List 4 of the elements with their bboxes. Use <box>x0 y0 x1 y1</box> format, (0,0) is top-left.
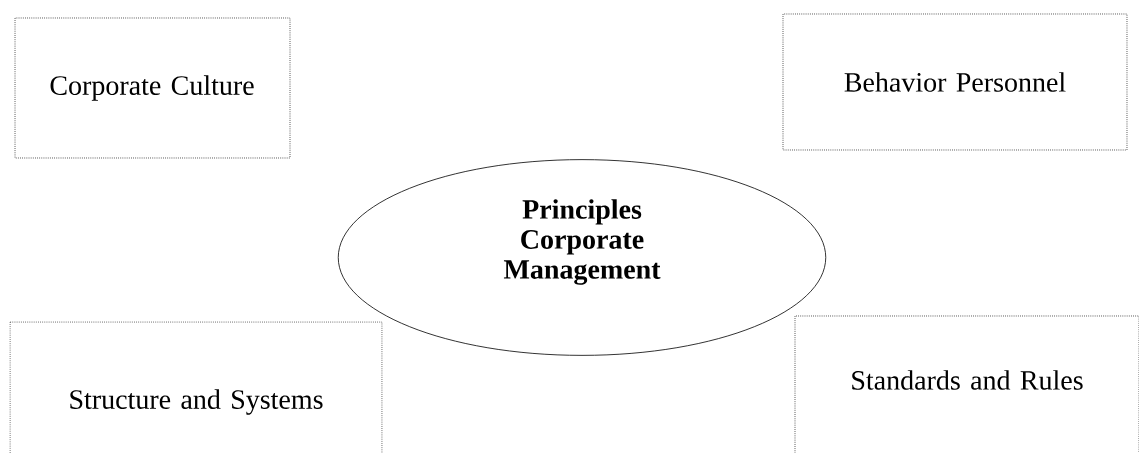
text-box: Corporate Culture <box>14 17 291 159</box>
text-box: Standards and Rules <box>794 315 1139 453</box>
text-box: Structure and Systems <box>9 321 383 453</box>
text-box: Behavior Personnel <box>782 13 1128 151</box>
